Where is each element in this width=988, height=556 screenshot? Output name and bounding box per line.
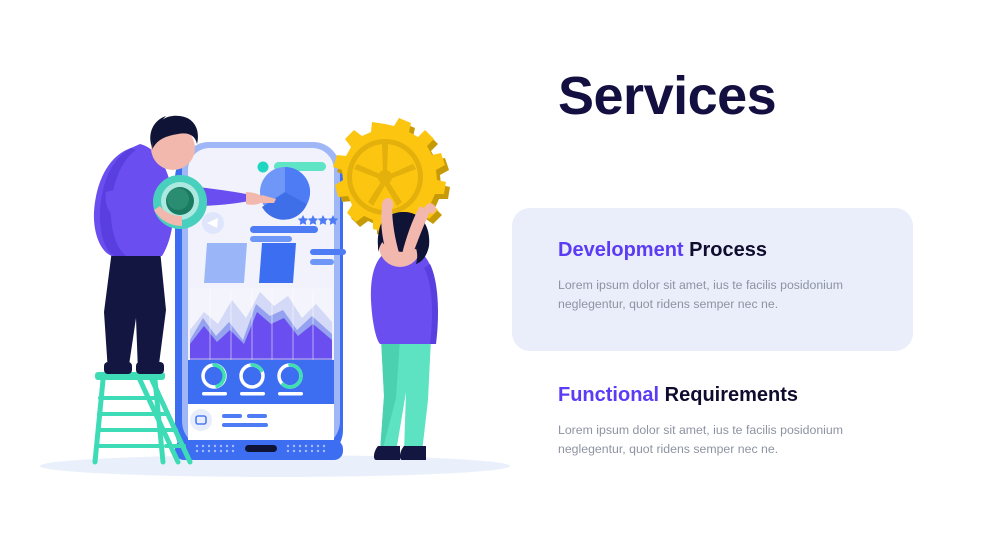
section-heading-rest: Requirements [659, 384, 799, 406]
section-functional-requirements: Functional Requirements Lorem ipsum dolo… [558, 383, 888, 458]
section-body: Lorem ipsum dolor sit amet, ius te facil… [558, 421, 888, 458]
ground-shadow [40, 455, 510, 477]
man-on-ladder [93, 115, 276, 374]
screen-footer-row [188, 404, 334, 442]
screen-star-rating [297, 215, 339, 225]
section-body-line-1: Lorem ipsum dolor sit amet, ius te facil… [558, 278, 843, 292]
person-lifting-gear [370, 198, 438, 460]
section-heading: Development Process [558, 238, 888, 262]
screen-progress-panel [188, 360, 334, 404]
section-body-line-2: neglegentur, quot ridens semper nec ne. [558, 296, 779, 311]
section-heading-rest: Process [683, 239, 767, 261]
section-heading-accent: Development [558, 239, 684, 261]
screen-play-badge [202, 212, 224, 234]
text-pane: Services Development Process Lorem ipsum… [512, 0, 988, 556]
screen-text-bar-1 [250, 226, 318, 233]
screen-status-dot [257, 161, 269, 173]
section-heading-accent: Functional [558, 384, 660, 406]
phone-speaker-grille [175, 440, 343, 460]
team-illustration [40, 115, 510, 477]
section-body: Lorem ipsum dolor sit amet, ius te facil… [558, 276, 888, 313]
illustration-pane [40, 115, 510, 477]
section-body-line-1: Lorem ipsum dolor sit amet, ius te facil… [558, 423, 843, 437]
section-heading: Functional Requirements [558, 383, 888, 407]
section-development-process: Development Process Lorem ipsum dolor si… [558, 238, 888, 313]
screen-pie-chart [260, 166, 311, 220]
screen-tiles [204, 243, 346, 283]
development-process-card[interactable] [512, 208, 913, 351]
screen-text-bar-2 [250, 236, 292, 242]
screen-area-chart [190, 288, 332, 360]
page-title: Services [558, 66, 777, 126]
section-body-line-2: neglegentur, quot ridens semper nec ne. [558, 441, 779, 456]
